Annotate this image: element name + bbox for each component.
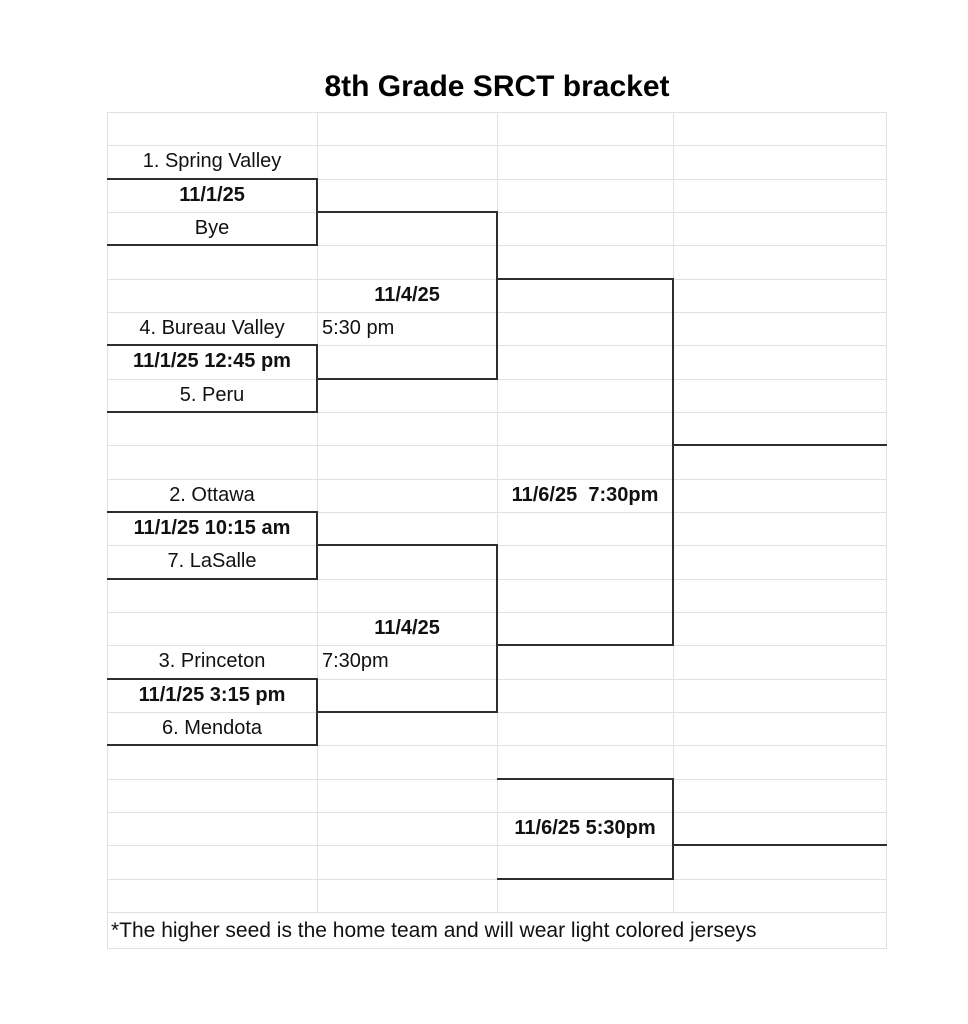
bracket-line [316, 344, 318, 413]
bracket-line [672, 277, 674, 647]
bracket-line [497, 644, 673, 647]
gridline [886, 112, 887, 949]
round1-match4-top-seed: 3. Princeton [158, 650, 266, 673]
bracket-line [673, 444, 887, 447]
bracket-line [317, 544, 497, 547]
bracket-line [316, 511, 318, 580]
bracket-line [317, 711, 497, 713]
bracket-line [107, 177, 317, 180]
footnote: *The higher seed is the home team and wi… [111, 919, 757, 942]
bracket-line [497, 277, 673, 280]
semifinal2-date: 11/4/25 [374, 617, 440, 639]
round1-match4-bottom-seed: 6. Mendota [161, 717, 263, 739]
round1-match4-info: 11/1/25 3:15 pm [138, 683, 286, 706]
bracket-line [672, 777, 674, 880]
round1-match1-info: 11/1/25 [179, 183, 245, 206]
bracket-line [107, 744, 317, 747]
bracket-line [496, 544, 498, 713]
round1-match1-top-seed: 1. Spring Valley [142, 150, 282, 173]
bracket-line [497, 877, 673, 880]
bracket-line [107, 577, 317, 580]
bracket-line [316, 677, 318, 747]
round1-match3-top-seed: 2. Ottawa [169, 483, 255, 506]
bracket-line [107, 344, 317, 347]
gridline [107, 112, 108, 949]
semifinal1-time: 5:30 pm [322, 317, 395, 339]
bracket-table: 1. Spring Valley 11/1/25 Bye 11/4/25 5:3… [107, 112, 887, 949]
round1-match2-top-seed: 4. Bureau Valley [139, 317, 285, 339]
round1-match2-info: 11/1/25 12:45 pm [133, 350, 291, 373]
gridline [497, 112, 498, 912]
gridline [107, 948, 887, 949]
round1-match3-bottom-seed: 7. LaSalle [167, 550, 257, 573]
bracket-line [107, 677, 317, 680]
round1-match2-bottom-seed: 5. Peru [179, 383, 245, 406]
semifinal1-date: 11/4/25 [374, 283, 440, 306]
consolation-info: 11/6/25 5:30pm [514, 817, 656, 839]
round1-match1-bottom-seed: Bye [194, 217, 230, 239]
semifinal2-time: 7:30pm [322, 650, 389, 673]
round1-match3-info: 11/1/25 10:15 am [133, 517, 291, 539]
bracket-line [673, 844, 887, 847]
bracket-line [107, 411, 317, 413]
page-title: 8th Grade SRCT bracket [324, 70, 670, 103]
bracket-line [496, 211, 498, 380]
bracket-line [317, 211, 497, 213]
bracket-line [107, 244, 317, 247]
championship-info: 11/6/25 7:30pm [511, 483, 659, 506]
bracket-line [497, 777, 673, 780]
gridline [107, 912, 887, 913]
bracket-line [317, 377, 497, 380]
bracket-line [316, 177, 318, 247]
bracket-line [107, 511, 317, 513]
